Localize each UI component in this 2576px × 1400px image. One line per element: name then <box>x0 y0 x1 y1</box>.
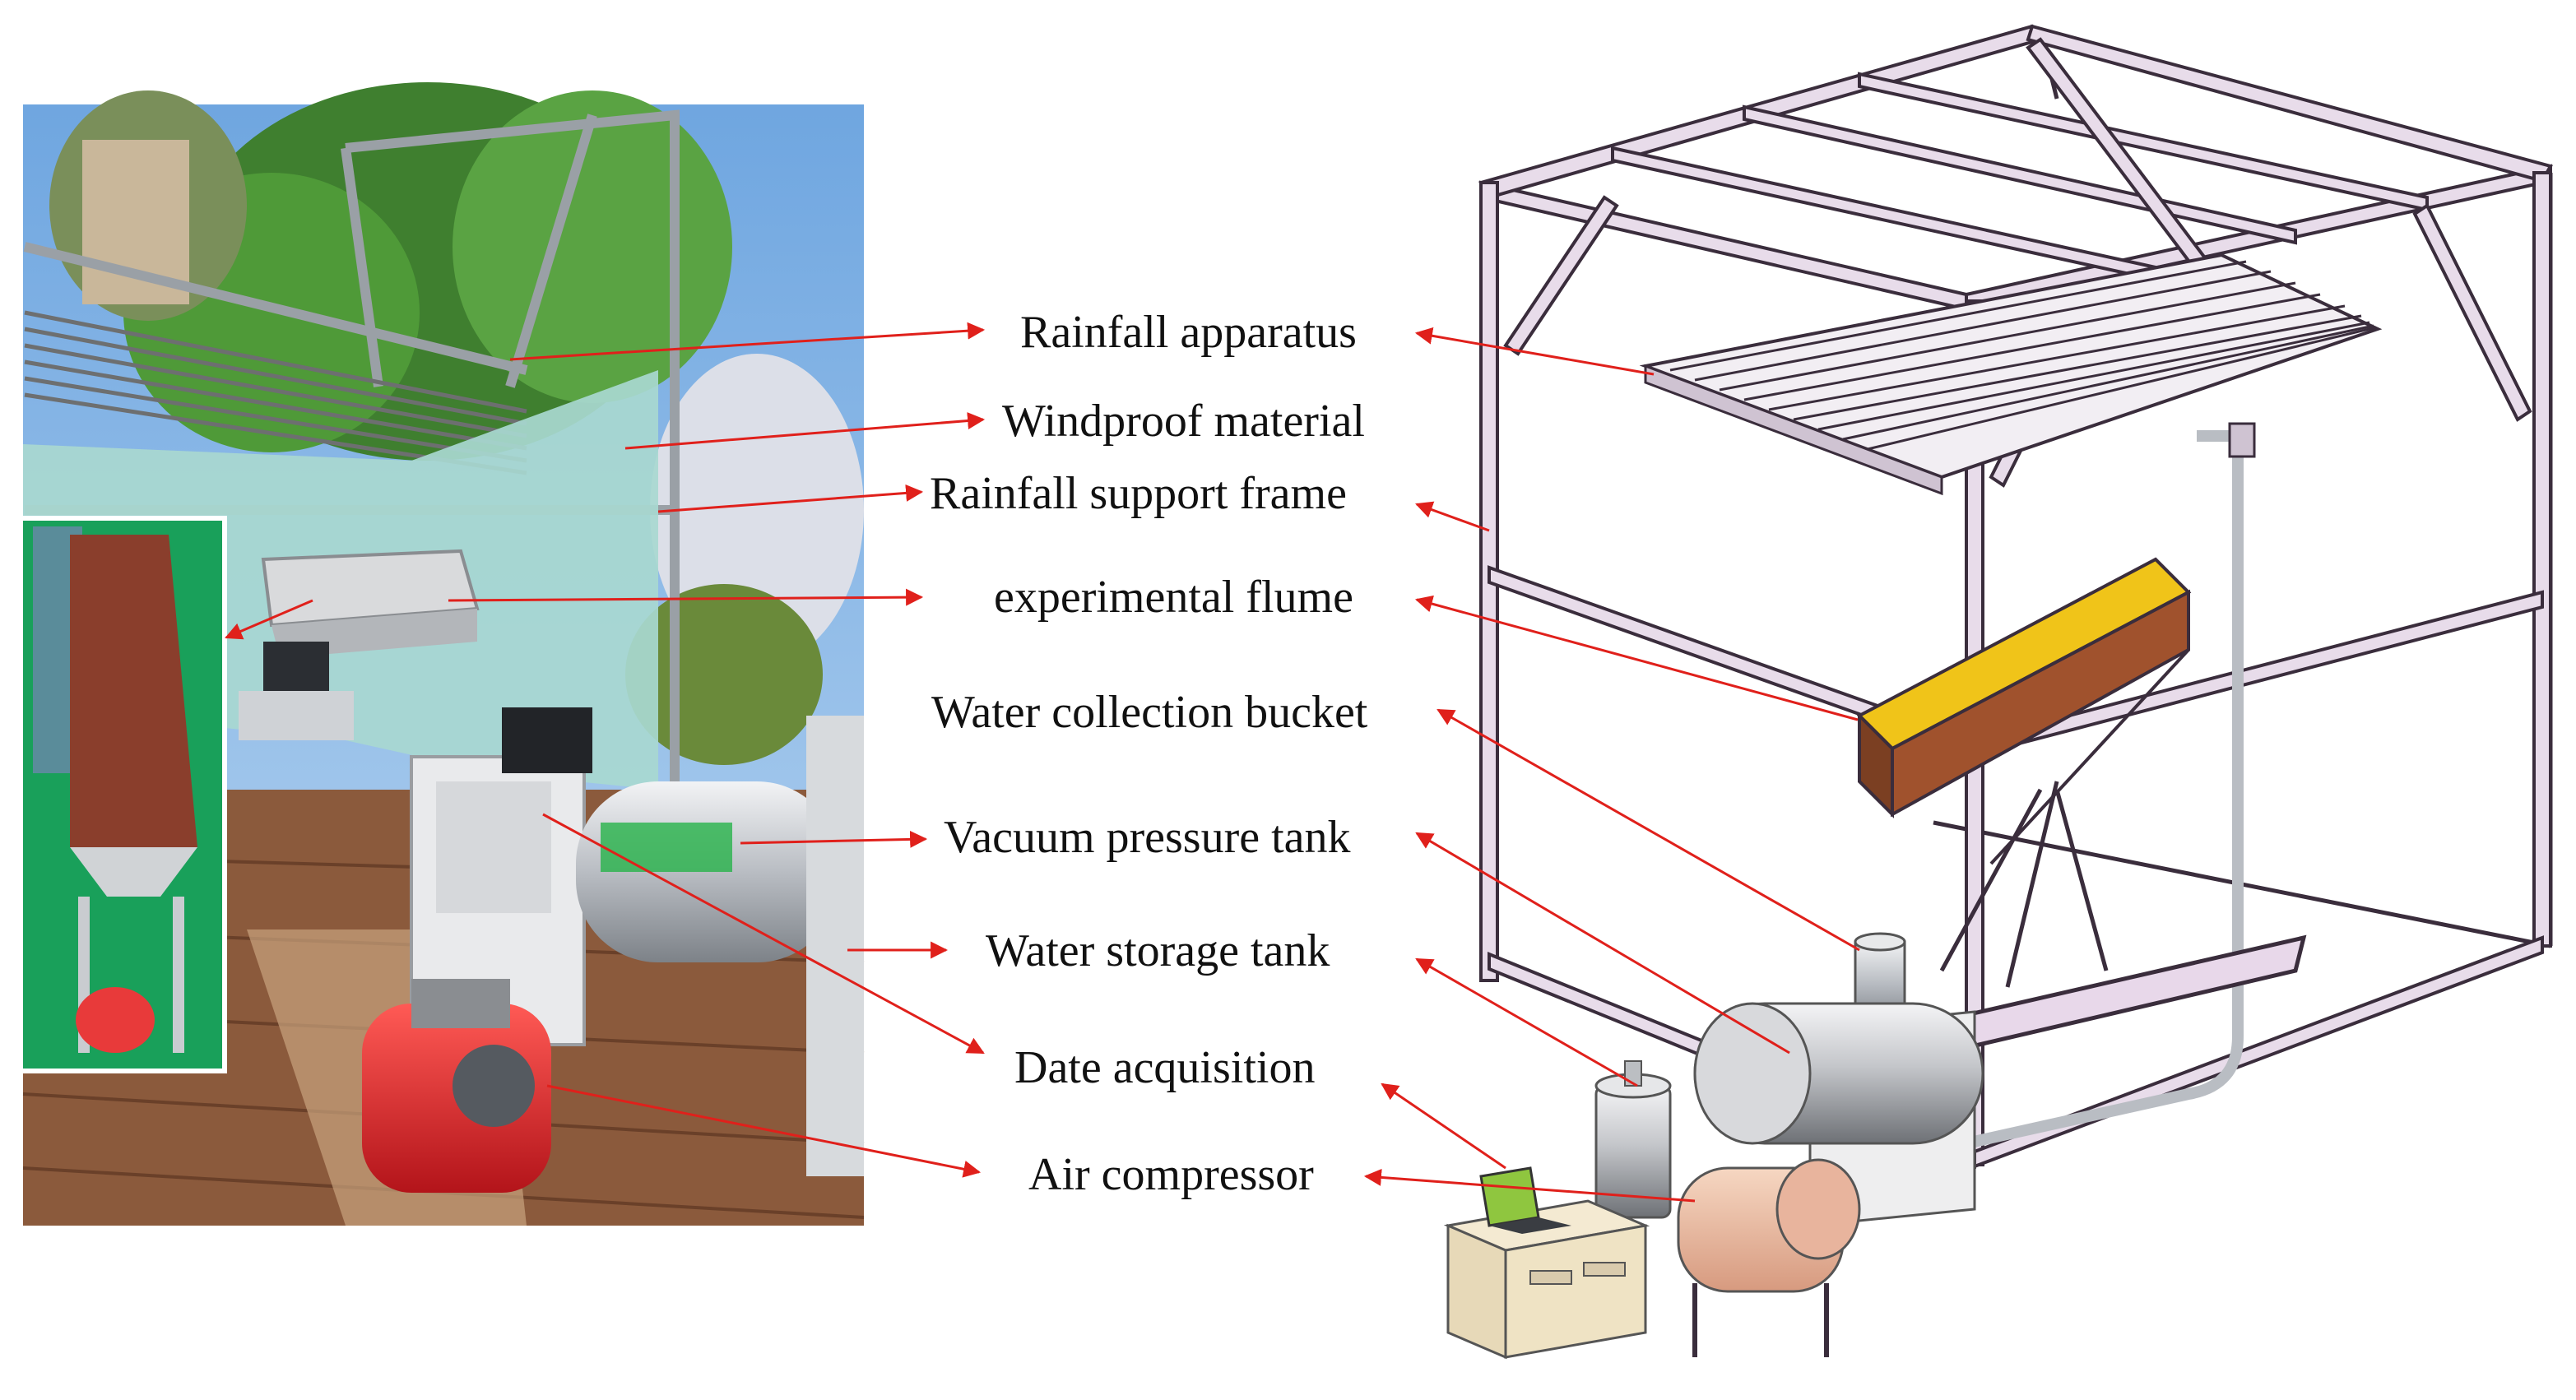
small-tank-3d <box>1594 1060 1672 1219</box>
schematic-3d <box>1443 24 2553 1360</box>
arrow-vacuum-left <box>740 830 928 848</box>
compressor-3d <box>1677 1158 1861 1357</box>
vacuum-tank-3d <box>1693 1002 1984 1145</box>
label-windproof-material: Windproof material <box>1002 396 1365 447</box>
water-pipe <box>1965 430 2244 1149</box>
label-rainfall-support-frame: Rainfall support frame <box>930 468 1347 519</box>
leader-arrows <box>225 322 1860 1203</box>
schematic-flume <box>1856 557 2192 865</box>
label-air-compressor: Air compressor <box>1028 1149 1314 1200</box>
inset-photo <box>18 516 227 1073</box>
rainfall-grid <box>1639 253 2383 496</box>
rain-grid <box>24 310 527 475</box>
label-water-storage-tank: Water storage tank <box>986 925 1330 976</box>
arrow-rainfall-apparatus-left <box>509 322 986 361</box>
arrow-storage-right <box>1415 957 1638 1087</box>
arrow-compressor-right <box>1363 1168 1696 1203</box>
label-experimental-flume: experimental flume <box>994 572 1353 623</box>
arrow-rainfall-apparatus-right <box>1414 327 1655 376</box>
arrow-bucket-right <box>1437 708 1860 952</box>
arrow-date-acq-right <box>1381 1082 1506 1170</box>
label-vacuum-pressure-tank: Vacuum pressure tank <box>944 812 1351 863</box>
arrow-flume-inset <box>225 599 313 640</box>
arrow-support-frame-right <box>1415 501 1490 532</box>
site-photo <box>18 82 865 1226</box>
arrow-date-acq-left <box>542 813 985 1055</box>
arrow-support-frame-left <box>657 484 924 513</box>
label-water-collection-bucket: Water collection bucket <box>931 687 1368 738</box>
label-rainfall-apparatus: Rainfall apparatus <box>1020 307 1357 358</box>
desk-3d <box>1443 1166 1650 1360</box>
arrow-compressor-left <box>546 1084 982 1178</box>
photo-air-compressor <box>362 979 551 1193</box>
arrow-flume-left <box>448 588 924 606</box>
arrow-windproof-left <box>624 412 986 450</box>
arrow-vacuum-right <box>1415 832 1790 1055</box>
main-frame <box>1478 24 2553 1169</box>
flume-stand <box>1906 781 2307 1064</box>
label-date-acquisition: Date acquisition <box>1014 1042 1316 1093</box>
photo-tanks <box>576 716 864 1176</box>
arrow-flume-right <box>1414 595 1859 721</box>
